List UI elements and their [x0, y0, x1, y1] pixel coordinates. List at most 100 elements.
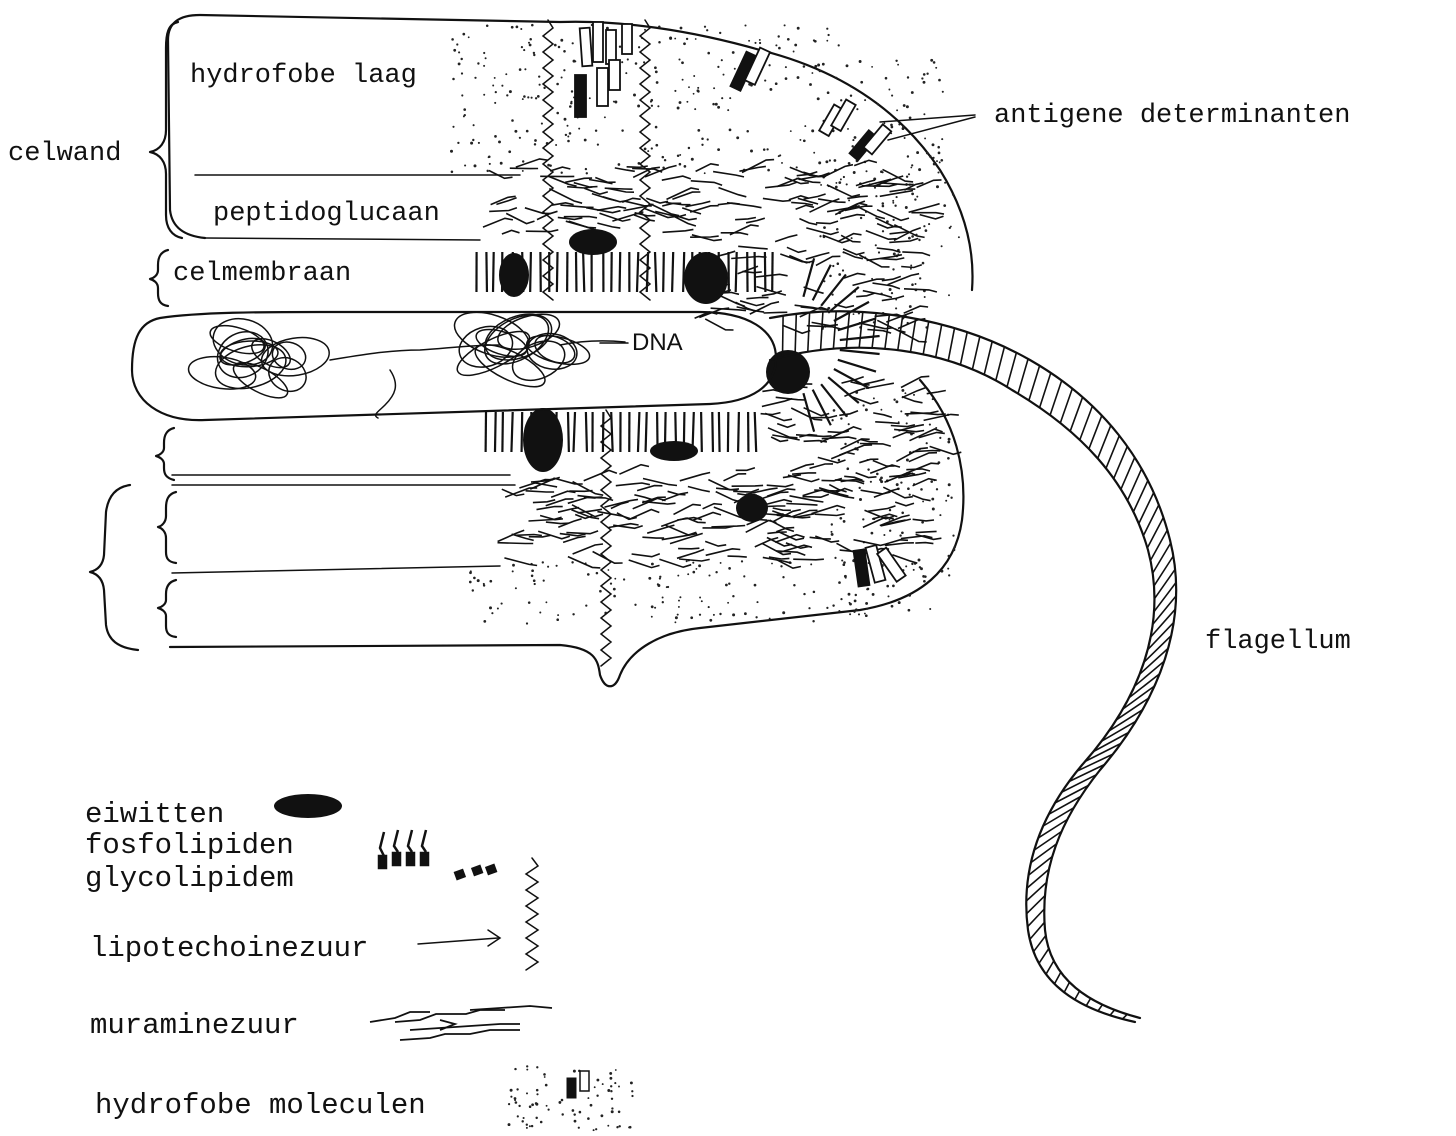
stipple-dot: [526, 1124, 528, 1126]
flagellum-segment: [1089, 416, 1102, 449]
stipple-dot: [618, 1111, 621, 1114]
stipple-dot: [719, 32, 721, 34]
murein-stroke: [706, 549, 741, 556]
murein-stroke: [526, 230, 559, 232]
stipple-dot: [547, 566, 549, 568]
murein-stroke: [550, 167, 570, 171]
stipple-dot: [850, 94, 852, 96]
stipple-dot: [835, 182, 837, 184]
stipple-dot: [780, 565, 782, 567]
stipple-dot: [882, 202, 885, 205]
stipple-dot: [754, 42, 756, 44]
membrane-lipid: [719, 412, 720, 452]
legend-hydrofobe-moleculen: hydrofobe moleculen: [95, 1089, 426, 1122]
murein-stroke: [873, 413, 892, 417]
stipple-dot: [875, 195, 877, 197]
stipple-dot: [523, 49, 525, 51]
stipple-dot: [932, 508, 935, 511]
stipple-dot: [674, 90, 676, 92]
stipple-dot: [820, 184, 822, 186]
stipple-dot: [896, 196, 898, 198]
stipple-dot: [678, 606, 680, 608]
stipple-dot: [888, 89, 890, 91]
stipple-dot: [464, 164, 466, 166]
legend-glycolipid-symbol: [454, 869, 466, 881]
murein-stroke: [859, 255, 889, 267]
murein-stroke: [767, 484, 794, 486]
membrane-lipid: [672, 252, 673, 292]
membrane-lipid: [738, 412, 739, 452]
murein-stroke: [806, 228, 838, 235]
stipple-dot: [657, 105, 659, 107]
stipple-dot: [621, 61, 623, 63]
stipple-dot: [535, 1103, 538, 1106]
stipple-dot: [867, 468, 869, 470]
stipple-dot: [469, 571, 472, 574]
stipple-dot: [911, 91, 914, 94]
flagellum-segment: [821, 312, 823, 350]
flagellum-segment: [972, 337, 979, 370]
stipple-dot: [922, 262, 925, 265]
stipple-dot: [651, 147, 653, 149]
flagellum-segment: [1098, 425, 1111, 458]
stipple-dot: [618, 1086, 620, 1088]
stipple-dot: [766, 148, 768, 150]
stipple-dot: [860, 81, 863, 84]
stipple-dot: [594, 1086, 596, 1088]
murein-stroke: [775, 235, 797, 242]
stipple-dot: [831, 523, 833, 525]
stipple-dot: [474, 164, 477, 167]
stipple-dot: [613, 595, 616, 598]
stipple-dot: [614, 1082, 616, 1084]
murein-stroke: [909, 204, 940, 213]
stipple-dot: [572, 1109, 575, 1112]
stipple-dot: [697, 87, 699, 89]
stipple-dot: [896, 109, 898, 111]
stipple-dot: [516, 26, 519, 29]
stipple-dot: [864, 613, 866, 615]
brace-lower-hydro: [158, 580, 176, 637]
stipple-dot: [614, 578, 616, 580]
murein-stroke: [666, 525, 697, 535]
murein-stroke: [526, 491, 555, 492]
stipple-dot: [886, 585, 889, 588]
stipple-dot: [803, 593, 805, 595]
stipple-dot: [905, 206, 908, 209]
murein-stroke: [502, 230, 520, 234]
stipple-dot: [571, 90, 573, 92]
murein-stroke: [924, 414, 959, 420]
murein-stroke: [909, 453, 937, 462]
murein-stroke: [597, 207, 626, 211]
stipple-dot: [651, 105, 653, 107]
stipple-dot: [865, 614, 868, 617]
stipple-dot: [919, 277, 921, 279]
legend-lipotechoinezuur: lipotechoinezuur: [90, 932, 368, 965]
stipple-dot: [941, 245, 943, 247]
stipple-dot: [531, 24, 534, 27]
flagellum-segment: [1060, 389, 1072, 423]
stipple-dot: [548, 1109, 550, 1111]
stipple-dot: [938, 79, 941, 82]
protein-blob: [569, 229, 617, 255]
stipple-dot: [941, 138, 943, 140]
stipple-dot: [678, 600, 680, 602]
stipple-dot: [637, 105, 640, 108]
stipple-dot: [906, 176, 908, 178]
stipple-dot: [943, 204, 946, 207]
stipple-dot: [571, 561, 573, 563]
membrane-lipid: [838, 360, 876, 372]
stipple-dot: [859, 487, 861, 489]
flagellum-segment: [1086, 998, 1090, 1005]
membrane-lipid: [495, 412, 496, 452]
stipple-dot: [953, 549, 956, 552]
membrane-lipid: [638, 412, 639, 452]
stipple-dot: [556, 565, 558, 567]
membrane-lipid: [637, 252, 638, 292]
stipple-dot: [803, 139, 806, 142]
flagellum-segment: [996, 347, 1005, 381]
stipple-dot: [526, 1065, 528, 1067]
stipple-dot: [688, 147, 690, 149]
stipple-dot: [896, 483, 899, 486]
stipple-dot: [721, 59, 723, 61]
stipple-dot: [610, 583, 612, 585]
